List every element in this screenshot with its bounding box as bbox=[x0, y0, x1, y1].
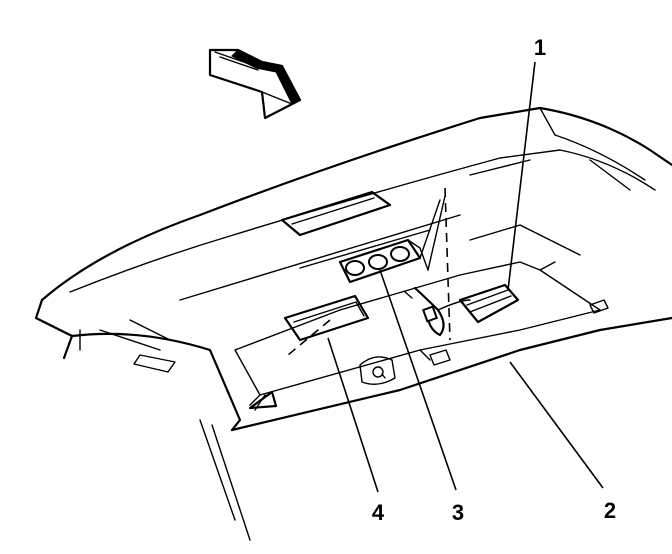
roof-lens-slot bbox=[280, 190, 392, 237]
leader-line-3 bbox=[379, 269, 457, 491]
switch-bezel-assembly bbox=[338, 195, 446, 284]
alignment-dashed-line-2 bbox=[287, 319, 331, 356]
dome-lamp-lens bbox=[283, 294, 370, 342]
headliner-outline bbox=[34, 106, 672, 541]
callout-3-label: 3 bbox=[452, 500, 464, 525]
leader-line-2 bbox=[509, 361, 604, 489]
callout-2-label: 2 bbox=[604, 498, 616, 523]
callout-leaders bbox=[327, 61, 604, 493]
leader-line-1 bbox=[507, 61, 536, 291]
leader-line-4 bbox=[327, 337, 379, 493]
front-direction-arrow-icon bbox=[208, 48, 302, 120]
callout-1-label: 1 bbox=[534, 35, 546, 60]
callout-4-label: 4 bbox=[372, 500, 385, 525]
alignment-dashed-line bbox=[444, 187, 451, 341]
headliner-details bbox=[133, 291, 609, 410]
wiring-connector bbox=[413, 283, 520, 337]
